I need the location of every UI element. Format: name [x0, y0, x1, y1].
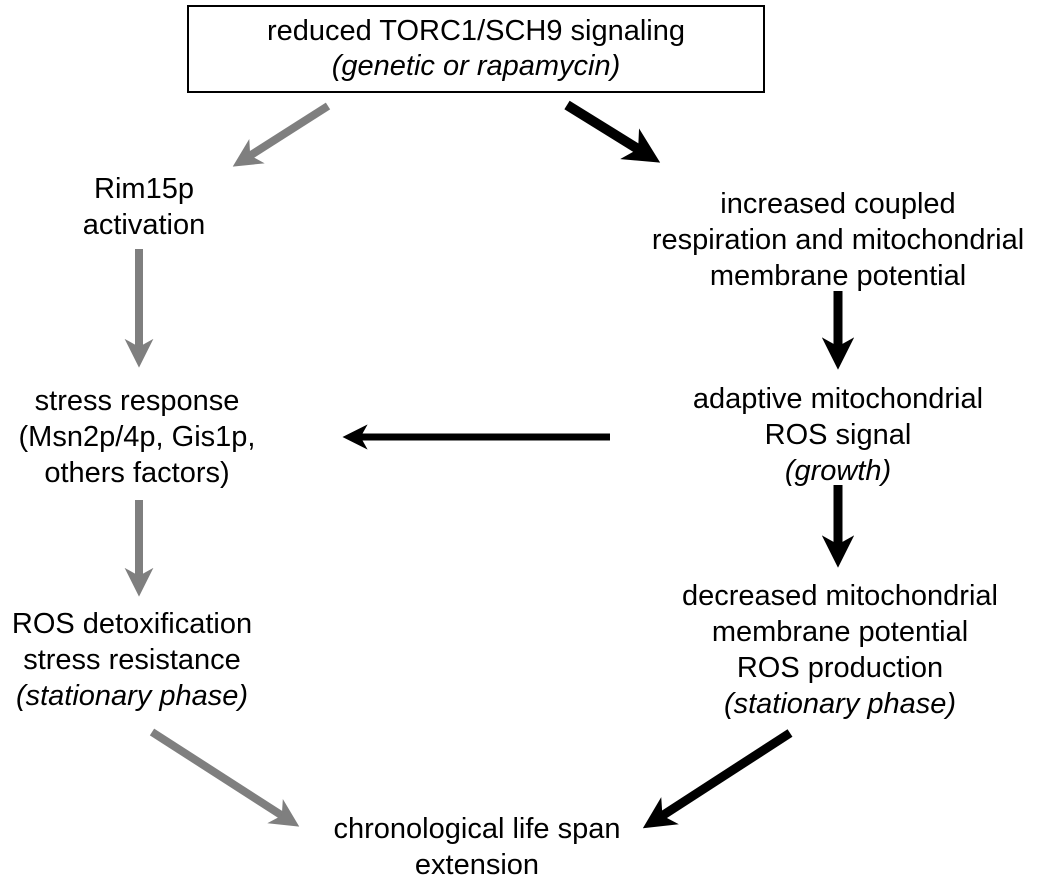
arrow-torc1-to-rim15p: [232, 102, 331, 167]
node-line: ROS detoxification: [11, 608, 253, 640]
arrow-decreased-to-lifespan: [642, 729, 793, 829]
node-line: stress resistance: [23, 644, 241, 676]
node-reduced-torc1-signaling: reduced TORC1/SCH9 signaling (genetic or…: [187, 5, 765, 93]
node-lifespan-extension: chronological life span extension: [327, 811, 627, 883]
node-line: ROS signal: [764, 419, 912, 451]
arrow-detox-to-lifespan: [149, 728, 300, 827]
arrow-torc1-to-respiration: [564, 100, 661, 163]
node-line: others factors): [44, 457, 230, 489]
node-rim15p-activation: Rim15p activation: [44, 171, 244, 243]
node-line: reduced TORC1/SCH9 signaling: [266, 15, 686, 47]
node-line: (stationary phase): [723, 688, 957, 720]
node-ros-detoxification: ROS detoxification stress resistance (st…: [0, 606, 267, 714]
node-adaptive-ros-signal: adaptive mitochondrial ROS signal (growt…: [663, 381, 1013, 489]
node-line: increased coupled: [720, 188, 956, 220]
node-stress-response: stress response (Msn2p/4p, Gis1p, others…: [0, 383, 287, 491]
node-line: respiration and mitochondrial: [651, 224, 1025, 256]
node-line: decreased mitochondrial: [682, 580, 998, 612]
node-line: chronological life span: [333, 813, 621, 845]
node-line: (Msn2p/4p, Gis1p,: [18, 421, 256, 453]
node-line: (genetic or rapamycin): [331, 50, 621, 82]
node-line: adaptive mitochondrial: [692, 383, 984, 415]
node-decreased-membrane-potential: decreased mitochondrial membrane potenti…: [640, 578, 1040, 722]
node-line: ROS production: [736, 652, 944, 684]
node-increased-respiration: increased coupled respiration and mitoch…: [638, 186, 1038, 294]
node-line: membrane potential: [711, 616, 969, 648]
node-line: activation: [82, 209, 206, 241]
node-line: (growth): [784, 455, 892, 487]
node-line: (stationary phase): [15, 680, 249, 712]
node-line: extension: [414, 849, 540, 881]
node-line: Rim15p: [94, 173, 194, 205]
node-line: stress response: [34, 385, 240, 417]
node-line: membrane potential: [709, 260, 967, 292]
